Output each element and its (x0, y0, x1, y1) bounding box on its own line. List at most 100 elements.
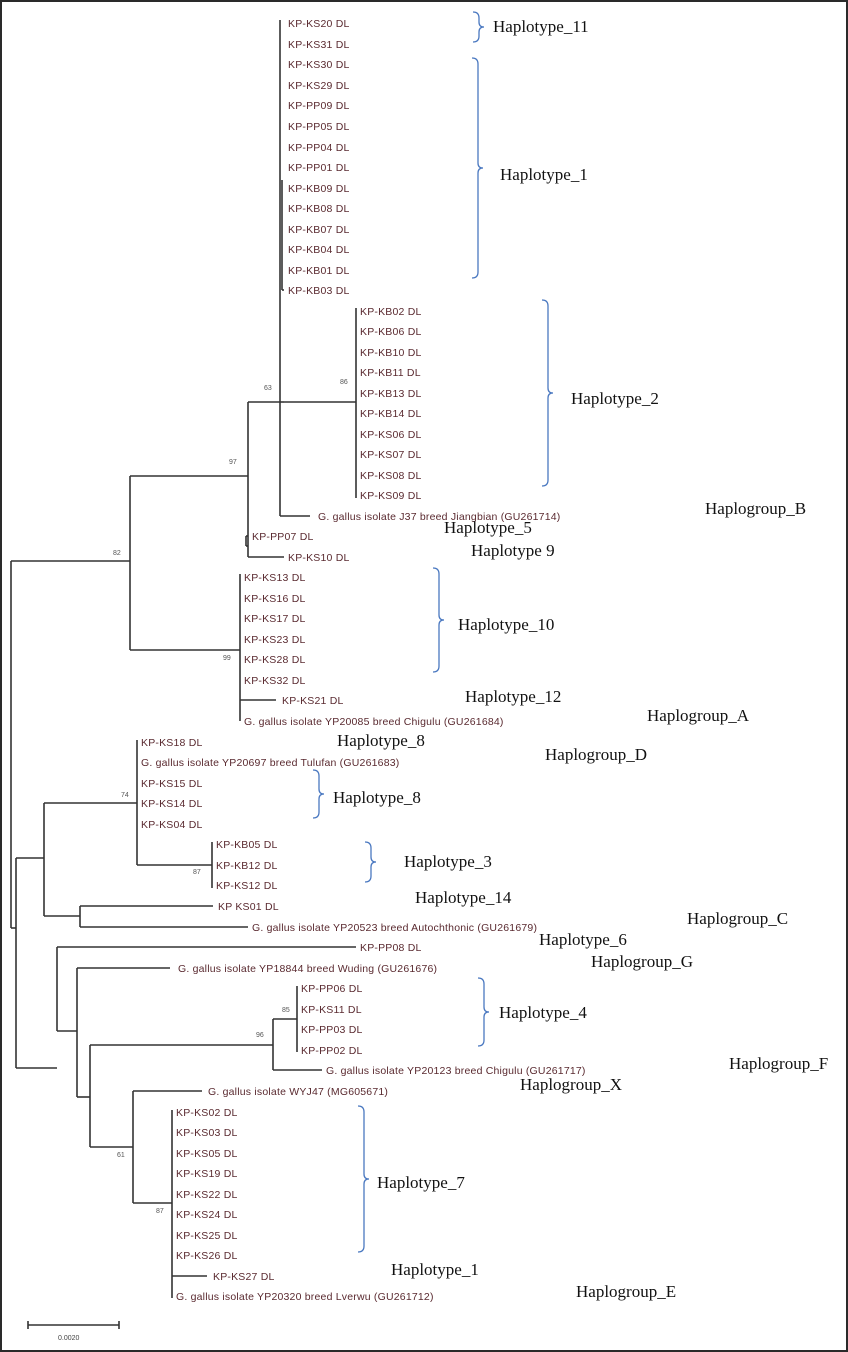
bootstrap-value: 99 (223, 655, 231, 662)
haplotype-label: Haplotype_8 (337, 731, 425, 750)
leaf-label: KP-KS30 DL (288, 59, 350, 71)
leaf-label: KP-KB01 DL (288, 265, 350, 277)
leaf-label: KP-PP07 DL (252, 531, 314, 543)
bootstrap-value: 86 (340, 379, 348, 386)
haplotype-brace (432, 567, 445, 673)
leaf-label: KP-KS10 DL (288, 552, 350, 564)
haplotype-label: Haplotype_14 (415, 888, 512, 907)
leaf-label: KP-PP05 DL (288, 121, 350, 133)
bootstrap-value: 87 (156, 1208, 164, 1215)
annotation-labels: Haplotype_11Haplotype_1Haplotype_2Haplot… (333, 17, 828, 1301)
haplotype-brace (312, 769, 325, 819)
leaf-label: KP-KB11 DL (360, 367, 421, 379)
leaf-label: KP-PP04 DL (288, 142, 350, 154)
leaf-label: KP-KS12 DL (216, 880, 278, 892)
scale-bar-label: 0.0020 (58, 1335, 80, 1342)
haplotype-label: Haplotype_5 (444, 518, 532, 537)
bootstrap-value: 96 (256, 1032, 264, 1039)
leaf-label: KP-KB04 DL (288, 244, 350, 256)
leaf-label: KP-KS05 DL (176, 1148, 238, 1160)
haplogroup-label: Haplogroup_C (687, 909, 788, 928)
leaf-label: KP-KS19 DL (176, 1168, 238, 1180)
leaf-label: KP-KB09 DL (288, 183, 350, 195)
leaf-label: KP-KS06 DL (360, 429, 422, 441)
haplotype-braces (312, 11, 554, 1253)
leaf-label: G. gallus isolate YP20697 breed Tulufan … (141, 757, 399, 769)
haplotype-label: Haplotype_4 (499, 1003, 587, 1022)
leaf-label: KP-KS26 DL (176, 1250, 238, 1262)
haplotype-label: Haplotype_8 (333, 788, 421, 807)
leaf-label: KP-KS23 DL (244, 634, 306, 646)
leaf-label: KP-KS24 DL (176, 1209, 238, 1221)
leaf-label: KP-KS32 DL (244, 675, 306, 687)
scale-bar: 0.0020 (27, 1321, 120, 1342)
haplotype-label: Haplotype_1 (500, 165, 588, 184)
bootstrap-value: 74 (121, 792, 129, 799)
leaf-label: G. gallus isolate YP20523 breed Autochth… (252, 922, 537, 934)
leaf-label: KP-KB05 DL (216, 839, 278, 851)
leaf-label: KP-KS31 DL (288, 39, 350, 51)
leaf-label: KP-KB02 DL (360, 306, 422, 318)
leaf-label: G. gallus isolate J37 breed Jiangbian (G… (318, 511, 561, 523)
haplotype-label: Haplotype_6 (539, 930, 627, 949)
leaf-label: KP-KS11 DL (301, 1004, 362, 1016)
bootstrap-value: 63 (264, 385, 272, 392)
leaf-label: G. gallus isolate YP20085 breed Chigulu … (244, 716, 504, 728)
haplogroup-label: Haplogroup_X (520, 1075, 622, 1094)
haplotype-label: Haplotype 9 (471, 541, 555, 560)
leaf-label: KP-KB03 DL (288, 285, 350, 297)
haplotype-brace (364, 841, 377, 883)
haplotype-brace (477, 977, 490, 1047)
leaf-label: KP-KS28 DL (244, 654, 306, 666)
bootstrap-value: 97 (229, 459, 237, 466)
haplotype-label: Haplotype_7 (377, 1173, 465, 1192)
haplotype-brace (472, 11, 485, 43)
leaf-label: KP-KS08 DL (360, 470, 422, 482)
leaf-label: KP-KB08 DL (288, 203, 350, 215)
leaf-label: KP-KS15 DL (141, 778, 203, 790)
haplotype-brace (471, 57, 484, 279)
haplotype-label: Haplotype_11 (493, 17, 589, 36)
haplotype-label: Haplotype_12 (465, 687, 561, 706)
leaf-label: KP-PP03 DL (301, 1024, 363, 1036)
haplogroup-label: Haplogroup_D (545, 745, 647, 764)
bootstrap-value: 87 (193, 869, 201, 876)
leaf-label: KP-KB13 DL (360, 388, 422, 400)
leaf-label: KP-KS14 DL (141, 798, 203, 810)
leaf-label: KP-KB07 DL (288, 224, 350, 236)
leaf-label: KP-KS02 DL (176, 1107, 238, 1119)
haplotype-label: Haplotype_1 (391, 1260, 479, 1279)
leaf-label: KP-PP06 DL (301, 983, 363, 995)
leaf-label: KP-KS04 DL (141, 819, 203, 831)
leaf-label: KP-KS09 DL (360, 490, 422, 502)
leaf-label: KP-PP08 DL (360, 942, 422, 954)
leaf-label: KP-KS21 DL (282, 695, 344, 707)
bootstrap-value: 82 (113, 550, 121, 557)
leaf-label: KP-KB12 DL (216, 860, 278, 872)
leaf-label: KP-KS18 DL (141, 737, 203, 749)
haplotype-brace (357, 1105, 370, 1253)
leaf-label: KP-KB06 DL (360, 326, 422, 338)
leaf-label: KP-KB14 DL (360, 408, 422, 420)
tree-branches (10, 20, 357, 1298)
leaf-label: KP-KS16 DL (244, 593, 306, 605)
leaf-label: KP-KS07 DL (360, 449, 422, 461)
leaf-label: KP KS01 DL (218, 901, 279, 913)
haplotype-label: Haplotype_10 (458, 615, 554, 634)
leaf-label: KP-KS17 DL (244, 613, 306, 625)
leaf-label: KP-KS20 DL (288, 18, 350, 30)
haplogroup-label: Haplogroup_G (591, 952, 693, 971)
leaf-label: G. gallus isolate WYJ47 (MG605671) (208, 1086, 388, 1098)
leaf-label: KP-KS25 DL (176, 1230, 238, 1242)
leaf-label: KP-KS27 DL (213, 1271, 275, 1283)
bootstrap-value: 85 (282, 1007, 290, 1014)
leaf-label: KP-PP02 DL (301, 1045, 363, 1057)
leaf-label: KP-KB10 DL (360, 347, 422, 359)
haplotype-label: Haplotype_3 (404, 852, 492, 871)
leaf-label: KP-PP01 DL (288, 162, 350, 174)
leaf-label: G. gallus isolate YP20320 breed Lverwu (… (176, 1291, 434, 1303)
